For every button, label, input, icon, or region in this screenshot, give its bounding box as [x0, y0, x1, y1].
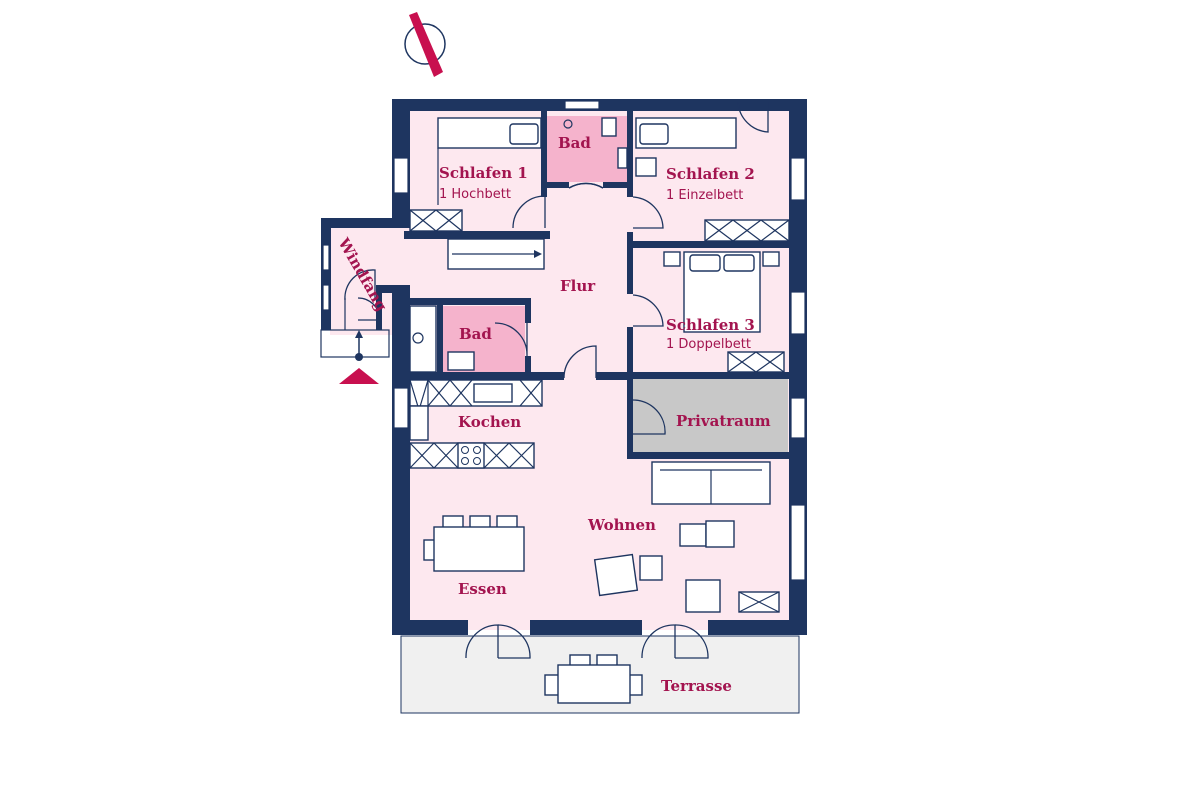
entrance-arrow-icon [339, 330, 379, 384]
sofa [651, 461, 771, 505]
label-privatraum: Privatraum [676, 412, 771, 430]
dining-table [423, 515, 525, 572]
label-bad-small: Bad [459, 325, 492, 343]
wardrobe-schlafen-3 [727, 351, 785, 373]
hochbett [437, 117, 542, 205]
label-essen: Essen [458, 580, 507, 598]
sublabel-schlafen-1: 1 Hochbett [439, 187, 511, 202]
kitchen-lower-counter [409, 442, 535, 469]
doppelbett [663, 251, 780, 333]
label-schlafen-1: Schlafen 1 [439, 164, 528, 182]
sublabel-schlafen-3: 1 Doppelbett [666, 337, 751, 352]
living-furniture [593, 520, 780, 613]
label-schlafen-2: Schlafen 2 [666, 165, 755, 183]
wardrobe-schlafen-1 [409, 209, 463, 232]
sublabel-schlafen-2: 1 Einzelbett [666, 188, 743, 203]
label-schlafen-3: Schlafen 3 [666, 316, 755, 334]
hall-shelf [447, 238, 545, 270]
doors [344, 101, 769, 659]
label-wohnen: Wohnen [587, 516, 656, 534]
wardrobe-schlafen-2 [704, 219, 790, 242]
compass-north-arrow-icon [404, 12, 446, 77]
interior-walls [404, 111, 789, 459]
outer-walls [321, 99, 807, 635]
bath-fixtures-small [409, 305, 475, 373]
terrace-table [544, 654, 643, 704]
windows [322, 100, 806, 581]
label-flur: Flur [560, 277, 596, 295]
einzelbett [635, 117, 737, 177]
bath-fixtures-top [563, 117, 628, 169]
kitchen-upper-counter [409, 379, 543, 441]
label-terrasse: Terrasse [661, 677, 732, 695]
label-kochen: Kochen [458, 413, 521, 431]
label-bad-top: Bad [558, 134, 591, 152]
